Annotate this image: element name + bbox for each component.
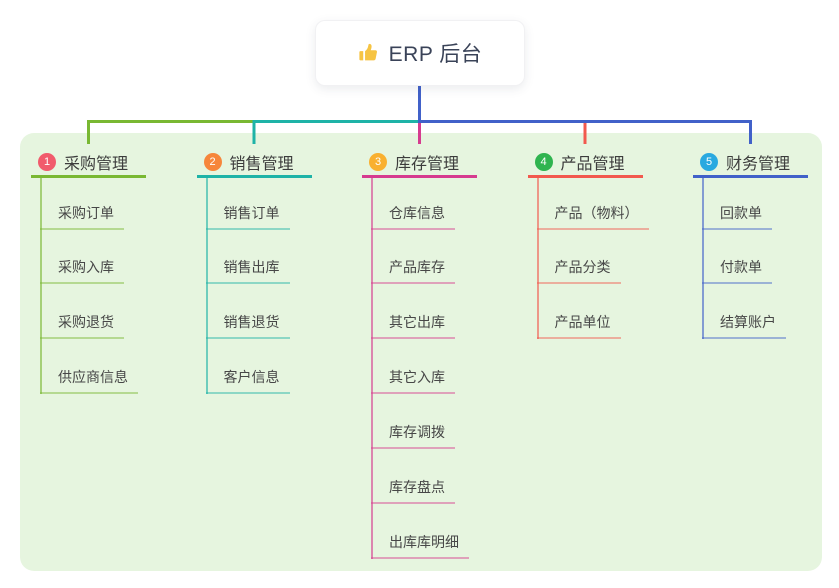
child-node[interactable]: 出库库明细: [389, 533, 459, 550]
child-node[interactable]: 结算账户: [720, 314, 776, 331]
child-underline: [371, 392, 455, 395]
branch-title: 销售管理: [229, 156, 294, 173]
child-underline: [40, 282, 124, 285]
child-underline: [371, 556, 469, 559]
child-node[interactable]: 采购退货: [58, 314, 114, 331]
child-node[interactable]: 其它出库: [389, 314, 445, 331]
branch-number-badge: 4: [534, 153, 553, 171]
branch-underline: [31, 175, 146, 178]
child-node[interactable]: 客户信息: [223, 369, 280, 386]
branch-tree-line: [371, 178, 373, 559]
child-underline: [371, 337, 455, 340]
child-node[interactable]: 仓库信息: [389, 204, 445, 221]
root-title: ERP 后台: [388, 43, 483, 66]
child-underline: [371, 282, 455, 285]
branch-underline: [362, 175, 477, 178]
child-underline: [702, 282, 772, 285]
branch-underline: [693, 175, 808, 178]
child-node[interactable]: 销售退货: [223, 314, 280, 331]
branch-tree-line: [702, 178, 704, 340]
branch-underline: [196, 175, 312, 178]
branch-title: 财务管理: [726, 156, 791, 173]
child-node[interactable]: 库存调拨: [389, 424, 445, 441]
branches-container: [20, 133, 822, 571]
branch-title: 产品管理: [560, 156, 625, 173]
child-underline: [205, 227, 290, 230]
branch-header[interactable]: 3 库存管理: [369, 150, 459, 174]
connector-path: [418, 84, 587, 144]
connector-path: [252, 84, 421, 144]
branch-tree-line: [205, 178, 208, 395]
child-underline: [702, 227, 772, 230]
child-underline: [536, 282, 621, 285]
child-node[interactable]: 产品库存: [389, 259, 445, 276]
child-node[interactable]: 采购入库: [58, 259, 114, 276]
branch-tree-line: [40, 178, 42, 395]
branch-number-badge: 5: [700, 153, 718, 171]
branch-header[interactable]: 4 产品管理: [534, 150, 625, 174]
child-node[interactable]: 产品（物料）: [554, 204, 639, 221]
child-node[interactable]: 销售订单: [223, 204, 280, 221]
child-node[interactable]: 产品分类: [554, 259, 611, 276]
connector-path: [418, 84, 752, 144]
thumbs-up-icon: [358, 42, 380, 64]
child-underline: [205, 337, 290, 340]
child-underline: [371, 447, 455, 450]
child-underline: [702, 337, 786, 340]
child-node[interactable]: 库存盘点: [389, 479, 445, 495]
branch-number-badge: 2: [203, 153, 222, 171]
child-underline: [371, 227, 455, 230]
child-underline: [40, 337, 124, 340]
child-underline: [205, 392, 290, 395]
child-node[interactable]: 销售出库: [223, 259, 280, 276]
branch-title: 库存管理: [395, 156, 460, 173]
child-node[interactable]: 产品单位: [554, 314, 611, 331]
branch-underline: [527, 175, 643, 178]
child-node[interactable]: 付款单: [720, 259, 762, 276]
child-node[interactable]: 其它入库: [389, 369, 445, 386]
root-node[interactable]: ERP 后台: [315, 20, 525, 86]
branch-header[interactable]: 1 采购管理: [38, 150, 128, 174]
child-underline: [371, 502, 455, 504]
branch-title: 采购管理: [64, 156, 129, 173]
branch-tree-line: [536, 178, 539, 340]
child-underline: [536, 337, 621, 340]
child-underline: [205, 282, 290, 285]
branch-header[interactable]: 5 财务管理: [700, 150, 790, 174]
child-underline: [40, 227, 124, 230]
branch-number-badge: 1: [38, 153, 56, 171]
child-node[interactable]: 供应商信息: [58, 369, 128, 386]
branch-header[interactable]: 2 销售管理: [203, 150, 294, 174]
child-underline: [536, 227, 649, 230]
child-node[interactable]: 采购订单: [58, 204, 114, 221]
child-node[interactable]: 回款单: [720, 204, 762, 221]
branch-number-badge: 3: [369, 153, 387, 171]
child-underline: [40, 392, 138, 395]
